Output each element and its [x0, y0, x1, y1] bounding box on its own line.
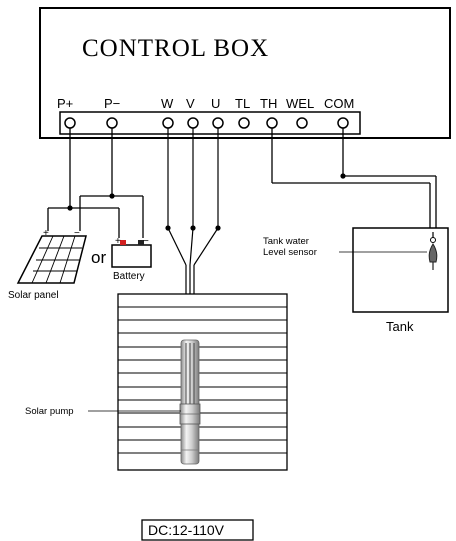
solar-panel-minus: −	[74, 228, 80, 239]
control-box	[39, 7, 451, 139]
battery-plus: +	[115, 236, 121, 247]
battery	[111, 240, 152, 268]
sensor-label-line2: Level sensor	[263, 247, 317, 258]
tank-label: Tank	[386, 319, 414, 334]
terminal-th	[266, 117, 278, 129]
water-lines	[118, 306, 287, 454]
junction-dot	[190, 225, 196, 231]
voltage-label: DC:12-110V	[148, 522, 225, 538]
terminal-u	[212, 117, 224, 129]
junction-dot	[67, 205, 73, 211]
junction-dot	[109, 193, 115, 199]
terminal-v	[187, 117, 199, 129]
terminal-p-plus	[64, 117, 76, 129]
solar-panel-label: Solar panel	[8, 290, 59, 301]
pump-label: Solar pump	[25, 406, 74, 417]
terminal-w	[162, 117, 174, 129]
level-sensor-icon	[428, 232, 438, 270]
battery-label: Battery	[113, 271, 145, 282]
sensor-wiring	[271, 128, 437, 232]
power-wiring	[47, 128, 144, 238]
junction-dot	[165, 225, 171, 231]
well	[117, 293, 288, 471]
terminal-tl	[238, 117, 250, 129]
terminal-label-th: TH	[260, 96, 277, 111]
terminal-label-wel: WEL	[286, 96, 314, 111]
terminal-strip	[59, 111, 361, 135]
voltage-box	[141, 519, 254, 541]
control-box-title: CONTROL BOX	[82, 35, 269, 62]
terminal-label-p-plus: P+	[57, 96, 73, 111]
junction-dot	[215, 225, 221, 231]
terminal-wel	[296, 117, 308, 129]
terminal-label-w: W	[161, 96, 174, 111]
terminal-label-p-minus: P−	[104, 96, 120, 111]
terminal-label-com: COM	[324, 96, 354, 111]
junction-dot	[340, 173, 346, 179]
terminal-label-u: U	[211, 96, 220, 111]
or-text: or	[91, 248, 106, 267]
battery-minus: −	[143, 236, 149, 247]
terminal-com	[337, 117, 349, 129]
solar-pump-icon	[179, 339, 201, 465]
terminal-label-tl: TL	[235, 96, 250, 111]
solar-panel-plus: +	[43, 228, 49, 239]
terminal-p-minus	[106, 117, 118, 129]
terminal-label-v: V	[186, 96, 195, 111]
sensor-label-line1: Tank water	[263, 236, 309, 247]
solar-panel	[16, 235, 87, 284]
